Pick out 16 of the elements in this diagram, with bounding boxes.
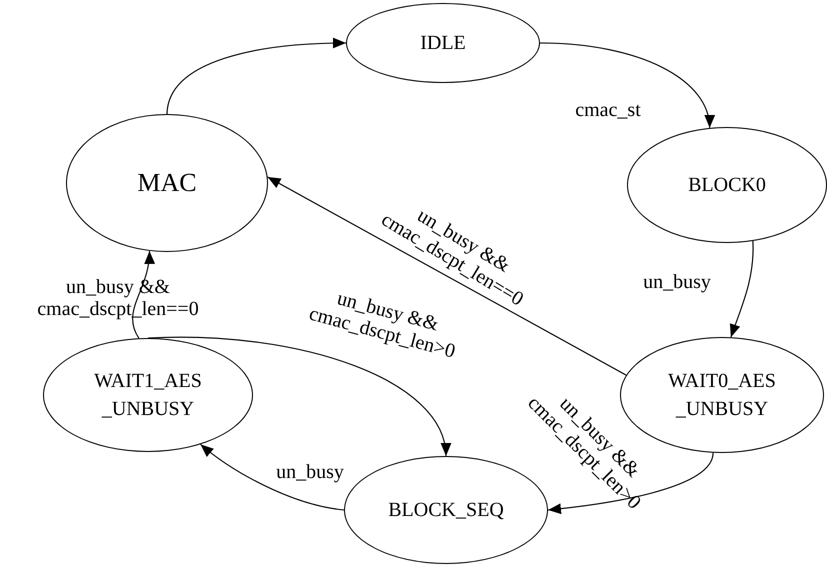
state-name: WAIT1_AES _UNBUSY bbox=[93, 369, 203, 422]
arrow bbox=[166, 38, 346, 114]
state-name: WAIT0_AES _UNBUSY bbox=[667, 369, 777, 422]
arrow bbox=[200, 444, 344, 511]
arrow bbox=[730, 241, 754, 338]
arrow bbox=[540, 42, 714, 128]
edge-label: un_busy bbox=[275, 461, 345, 483]
state-name: BLOCK_SEQ bbox=[387, 498, 505, 523]
arrow bbox=[267, 176, 626, 376]
arrow bbox=[548, 452, 714, 514]
state-name: IDLE bbox=[419, 31, 467, 56]
arrow bbox=[148, 336, 450, 456]
edge-label: un_busy bbox=[642, 271, 712, 293]
state-name: BLOCK0 bbox=[687, 173, 767, 198]
edge-label: cmac_st bbox=[574, 99, 642, 121]
state-name: MAC bbox=[136, 166, 198, 199]
